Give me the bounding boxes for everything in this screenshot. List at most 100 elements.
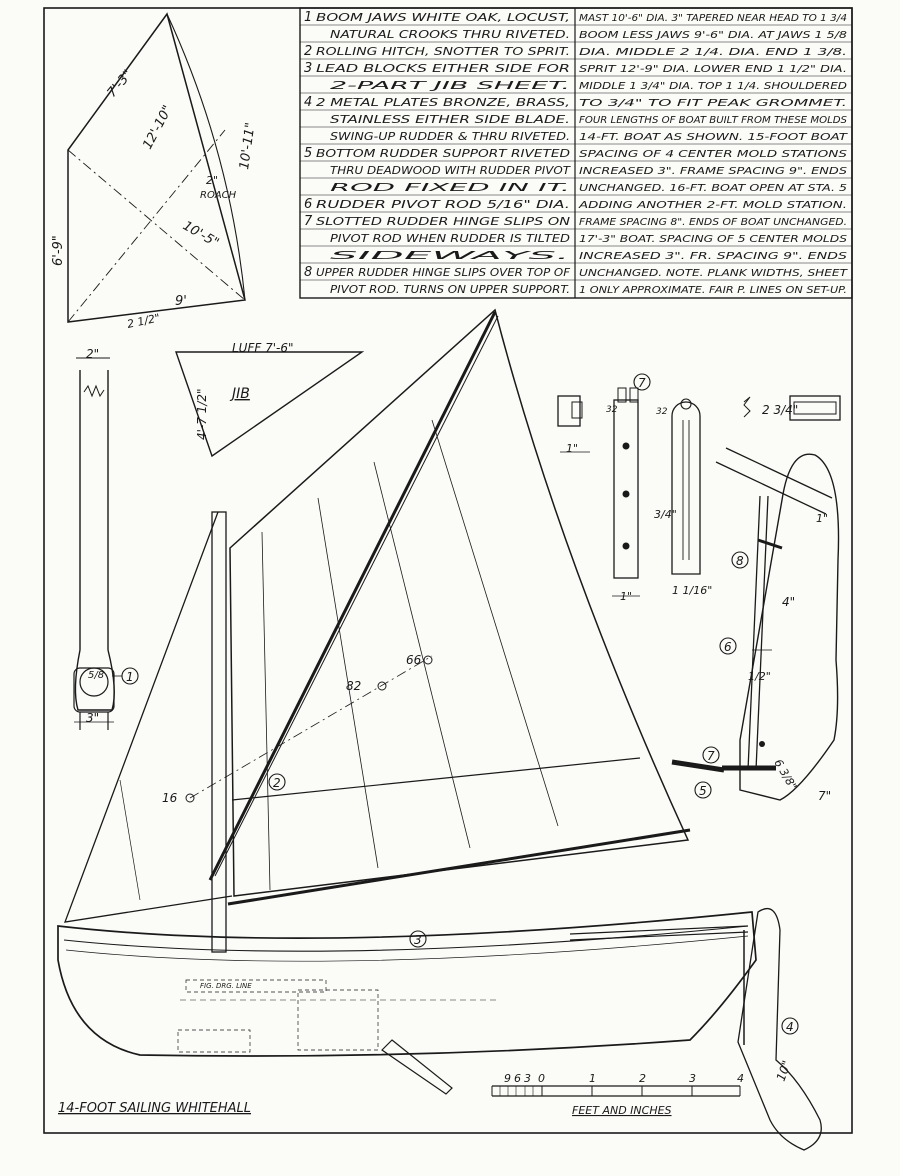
sail-head-dimension: 7'-3" bbox=[105, 67, 136, 100]
drawing-title: 14-FOOT SAILING WHITEHALL bbox=[58, 1101, 251, 1116]
hinge-32-a: 32 bbox=[606, 405, 618, 415]
station-label-82: 82 bbox=[346, 679, 361, 693]
hinge-right-dimension: 1 1/16" bbox=[672, 584, 712, 597]
tiller-bottom-dimension: 3" bbox=[86, 711, 99, 725]
rudder-detail: 2 3/4" 4" 1/2" 6 3/8" 7" 1" bbox=[671, 395, 841, 803]
note-number: 3 bbox=[304, 61, 312, 76]
note-number: 6 bbox=[304, 197, 312, 212]
callout-2: 2 bbox=[273, 776, 281, 790]
note-left-line: BOTTOM RUDDER SUPPORT RIVETED bbox=[316, 148, 570, 160]
callout-6: 6 bbox=[724, 640, 732, 654]
notes-table: 1 BOOM JAWS WHITE OAK, LOCUST, NATURAL CRO… bbox=[299, 7, 853, 299]
note-left-line: 2-PART JIB SHEET. bbox=[330, 80, 570, 92]
roach-label: ROACH bbox=[200, 190, 237, 201]
scale-caption: FEET AND INCHES bbox=[572, 1104, 672, 1117]
scale-tick-3: 3 bbox=[524, 1072, 531, 1085]
tiller-detail: 2" 5/8 3" bbox=[73, 347, 122, 730]
note-right-line: BOOM LESS JAWS 9'-6" DIA. AT JAWS 1 5/8 bbox=[579, 30, 847, 41]
note-right-line: DIA. MIDDLE 2 1/4. DIA. END 1 3/8. bbox=[579, 47, 847, 58]
rudder-6-dimension: 6 3/8" bbox=[771, 757, 799, 792]
note-number: 1 bbox=[304, 10, 312, 25]
hinge-small-dimension: 1" bbox=[566, 442, 578, 455]
rudder-1-dimension: 1" bbox=[816, 512, 828, 525]
rudder-half-dimension: 1/2" bbox=[748, 670, 771, 683]
callout-1: 1 bbox=[126, 670, 134, 684]
tiller-width-dimension: 2" bbox=[86, 347, 99, 361]
note-number: 4 bbox=[304, 95, 312, 110]
note-left-line: 2 METAL PLATES BRONZE, BRASS, bbox=[316, 97, 570, 109]
note-right-line: 17'-3" BOAT. SPACING OF 5 CENTER MOLDS bbox=[579, 234, 848, 245]
callout-7-rudder: 7 bbox=[707, 749, 715, 763]
callout-circles: 1 2 3 4 5 6 7 7 8 bbox=[121, 373, 799, 1035]
callout-7-hinge: 7 bbox=[638, 376, 646, 390]
sail-plan-diagram: 7'-3" 12'-10" 10'-11" 10'-5" 2" ROACH 6'… bbox=[51, 12, 259, 331]
hinge-mid-dimension: 3/4" bbox=[654, 508, 677, 521]
sail-foot-dimension: 9' bbox=[175, 294, 187, 309]
note-number: 5 bbox=[304, 146, 312, 161]
hinge-detail: 32 1" 32 1" 3/4" 1 1/16" bbox=[557, 387, 712, 603]
scale-tick-9: 9 bbox=[504, 1072, 511, 1085]
roach-dimension: 2" bbox=[206, 174, 218, 187]
note-number: 8 bbox=[304, 265, 312, 280]
note-left-line: SLOTTED RUDDER HINGE SLIPS ON bbox=[316, 216, 570, 228]
note-left-line: BOOM JAWS WHITE OAK, LOCUST, bbox=[316, 12, 570, 24]
note-left-line: STAINLESS EITHER SIDE BLADE. bbox=[330, 114, 570, 126]
note-right-line: INCREASED 3". FRAME SPACING 9". ENDS bbox=[579, 166, 848, 177]
callout-5: 5 bbox=[699, 784, 707, 798]
callout-8: 8 bbox=[736, 554, 744, 568]
note-right-line: INCREASED 3". FR. SPACING 9". ENDS bbox=[579, 251, 848, 262]
note-right-line: FOUR LENGTHS OF BOAT BUILT FROM THESE MO… bbox=[579, 115, 848, 126]
note-left-line: SWING-UP RUDDER & THRU RIVETED. bbox=[330, 131, 570, 143]
note-right-line: TO 3/4" TO FIT PEAK GROMMET. bbox=[579, 98, 847, 109]
note-number: 7 bbox=[304, 214, 313, 229]
note-right-line: SPACING OF 4 CENTER MOLD STATIONS bbox=[579, 149, 848, 160]
note-right-line: 14-FT. BOAT AS SHOWN. 15-FOOT BOAT bbox=[579, 132, 848, 143]
hull-interior-label: FIG. DRG. LINE bbox=[200, 982, 252, 990]
note-right-line: UNCHANGED. NOTE. PLANK WIDTHS, SHEET bbox=[579, 268, 848, 279]
jib-diagram: LUFF 7'-6" JIB 4'-7 1/2" bbox=[175, 341, 365, 458]
note-left-line: THRU DEADWOOD WITH RUDDER PIVOT bbox=[330, 165, 572, 177]
rudder-7-dimension: 7" bbox=[818, 789, 831, 803]
note-left-line: UPPER RUDDER HINGE SLIPS OVER TOP OF bbox=[316, 267, 571, 279]
note-right-line: FRAME SPACING 8". ENDS OF BOAT UNCHANGED… bbox=[579, 217, 847, 228]
jib-title: JIB bbox=[229, 386, 250, 402]
note-left-line: RUDDER PIVOT ROD 5/16" DIA. bbox=[316, 199, 570, 211]
station-label-16: 16 bbox=[162, 791, 178, 805]
note-right-line: MAST 10'-6" DIA. 3" TAPERED NEAR HEAD TO… bbox=[579, 13, 847, 24]
scale-tick-1: 1 bbox=[589, 1072, 596, 1085]
hinge-32-b: 32 bbox=[656, 407, 668, 417]
sail-luff-dimension: 12'-10" bbox=[140, 103, 175, 152]
boat-profile: FIG. DRG. LINE 10" 66 82 16 bbox=[57, 308, 822, 1151]
scale-tick-2: 2 bbox=[639, 1072, 646, 1085]
note-left-line: ROD FIXED IN IT. bbox=[330, 182, 570, 194]
note-left-line: NATURAL CROOKS THRU RIVETED. bbox=[330, 29, 570, 41]
scale-bar: 9 6 3 0 1 2 3 4 FEET AND INCHES bbox=[491, 1072, 744, 1117]
note-right-line: MIDDLE 1 3/4" DIA. TOP 1 1/4. SHOULDERED bbox=[579, 81, 847, 92]
station-label-66: 66 bbox=[406, 653, 422, 667]
note-right-line: UNCHANGED. 16-FT. BOAT OPEN AT STA. 5 bbox=[579, 183, 847, 194]
note-left-line: PIVOT ROD WHEN RUDDER IS TILTED bbox=[330, 233, 570, 245]
rudder-10-dimension: 10" bbox=[774, 1059, 794, 1083]
scale-tick-0: 0 bbox=[538, 1072, 545, 1085]
hinge-width-dimension: 1" bbox=[620, 590, 632, 603]
scale-tick-3-ft: 3 bbox=[689, 1072, 696, 1085]
note-right-line: ADDING ANOTHER 2-FT. MOLD STATION. bbox=[578, 200, 847, 211]
rudder-4-dimension: 4" bbox=[782, 595, 795, 609]
sail-diagonal-dimension: 10'-5" bbox=[180, 218, 221, 251]
jaw-fraction: 5/8 bbox=[88, 670, 104, 681]
jib-luff-dimension: LUFF 7'-6" bbox=[232, 341, 294, 355]
rudder-top-dimension: 2 3/4" bbox=[762, 403, 798, 417]
note-left-line: SIDEWAYS. bbox=[330, 250, 570, 262]
scale-tick-4: 4 bbox=[737, 1072, 744, 1085]
note-right-line: 1 ONLY APPROXIMATE. FAIR P. LINES ON SET… bbox=[579, 285, 847, 296]
callout-3: 3 bbox=[414, 933, 422, 947]
sail-leech-dimension: 10'-11" bbox=[237, 122, 258, 171]
note-left-line: LEAD BLOCKS EITHER SIDE FOR bbox=[316, 63, 570, 75]
scale-tick-6: 6 bbox=[514, 1072, 521, 1085]
note-number: 2 bbox=[304, 44, 312, 59]
sail-left-dimension: 6'-9" bbox=[51, 235, 66, 266]
callout-4: 4 bbox=[786, 1020, 794, 1034]
jib-side-dimension: 4'-7 1/2" bbox=[195, 388, 209, 440]
